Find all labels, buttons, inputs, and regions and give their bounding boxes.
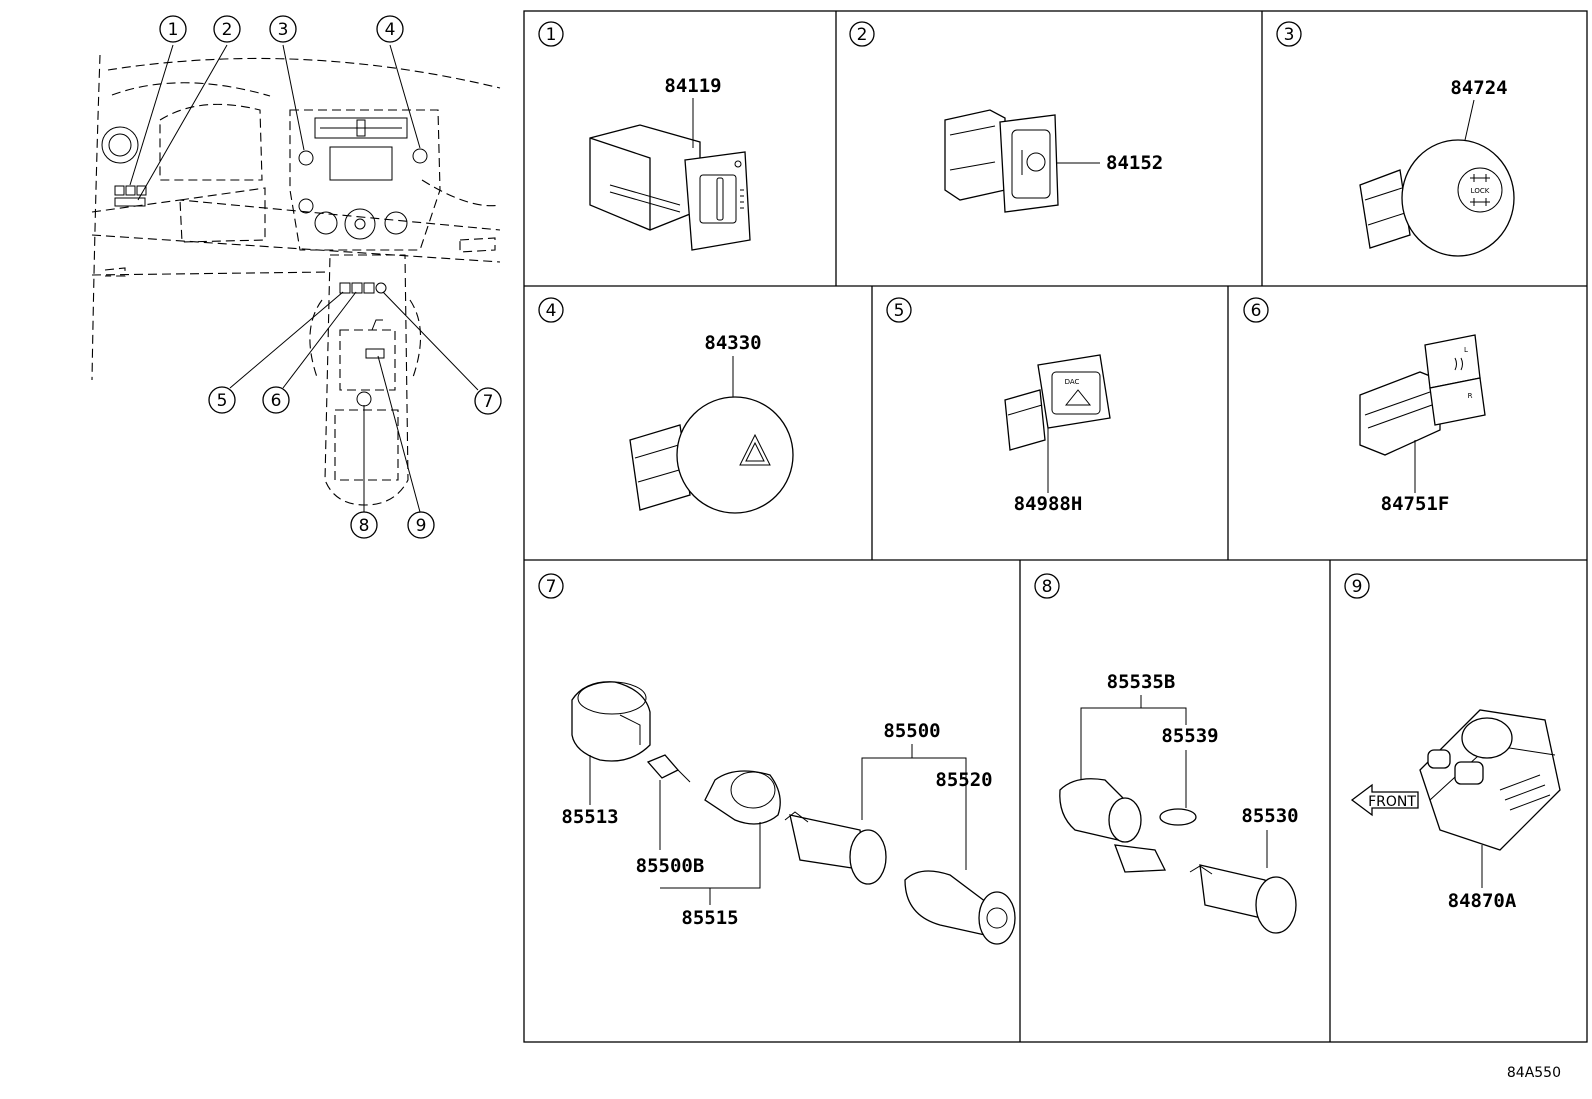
switch-84988H: DAC xyxy=(1004,354,1111,451)
svg-text:6: 6 xyxy=(271,391,282,411)
part-number-84870A: 84870A xyxy=(1448,890,1517,912)
switch-84724: LOCK xyxy=(1359,139,1515,257)
svg-text:7: 7 xyxy=(483,392,494,412)
part-number-85535B: 85535B xyxy=(1107,671,1176,693)
part-85530-plug-shape xyxy=(1189,864,1297,934)
svg-text:8: 8 xyxy=(1042,577,1053,597)
seat-heat-right-marking: R xyxy=(1468,392,1473,400)
svg-text:4: 4 xyxy=(546,301,557,321)
callout-5: 5 xyxy=(208,386,236,414)
switch-84330-hazard xyxy=(629,396,794,514)
seat-heat-left-marking: L xyxy=(1464,346,1468,354)
svg-text:8: 8 xyxy=(359,516,370,536)
panel-2: 2 84152 xyxy=(849,21,1163,213)
switch-84152 xyxy=(944,109,1059,213)
svg-text:3: 3 xyxy=(1284,25,1295,45)
part-85513-shape xyxy=(571,681,651,762)
svg-text:4: 4 xyxy=(385,20,396,40)
svg-text:2: 2 xyxy=(857,25,868,45)
callout-2: 2 xyxy=(213,15,241,43)
lock-marking: LOCK xyxy=(1471,187,1490,195)
part-number-84751F: 84751F xyxy=(1381,493,1450,515)
part-number-84988H: 84988H xyxy=(1014,493,1083,515)
part-number-84152: 84152 xyxy=(1106,152,1163,174)
part-number-85515: 85515 xyxy=(681,907,738,929)
part-85500-socket-shape xyxy=(784,811,887,885)
panel-1: 1 84119 xyxy=(538,21,751,251)
svg-text:3: 3 xyxy=(278,20,289,40)
part-number-85539: 85539 xyxy=(1161,725,1218,747)
part-85500B-shape xyxy=(646,754,691,783)
svg-text:1: 1 xyxy=(168,20,179,40)
panel-5: 5 84988H DAC xyxy=(886,297,1111,515)
part-ring-shape xyxy=(704,770,781,825)
part-number-84119: 84119 xyxy=(664,75,721,97)
svg-text:9: 9 xyxy=(1352,577,1363,597)
callout-9: 9 xyxy=(407,511,435,539)
diagram-code: 84A550 xyxy=(1507,1065,1561,1081)
part-85539-cap-shape xyxy=(1159,808,1197,826)
front-arrow-icon: FRONT xyxy=(1350,783,1419,817)
front-label: FRONT xyxy=(1368,794,1416,810)
part-number-84330: 84330 xyxy=(704,332,761,354)
panel-8: 8 85535B 85539 85530 xyxy=(1034,573,1299,934)
part-number-85500: 85500 xyxy=(883,720,940,742)
callout-8: 8 xyxy=(350,511,378,539)
part-number-85530: 85530 xyxy=(1241,805,1298,827)
part-85535B-socket-shape xyxy=(1059,778,1167,873)
callout-3: 3 xyxy=(269,15,297,43)
svg-text:5: 5 xyxy=(894,301,905,321)
dac-marking: DAC xyxy=(1065,378,1080,386)
switch-84119 xyxy=(589,124,751,251)
switch-84751F: L R xyxy=(1359,334,1486,456)
panel-9: 9 FRONT 84870A xyxy=(1344,573,1561,912)
svg-text:7: 7 xyxy=(546,577,557,597)
part-number-85520: 85520 xyxy=(935,769,992,791)
callout-4: 4 xyxy=(376,15,404,43)
part-number-85513: 85513 xyxy=(561,806,618,828)
callout-6: 6 xyxy=(262,386,290,414)
panel-3: 3 84724 LOCK xyxy=(1276,21,1515,257)
switch-84870A-mirror xyxy=(1419,709,1561,851)
panel-grid xyxy=(523,10,1588,1043)
panel-4: 4 84330 xyxy=(538,297,794,514)
part-number-85500B: 85500B xyxy=(636,855,705,877)
panel-6: 6 84751F L R xyxy=(1243,297,1486,515)
part-85520-lighter-shape xyxy=(904,870,1016,945)
svg-text:1: 1 xyxy=(546,25,557,45)
callout-7: 7 xyxy=(474,387,502,415)
part-number-84724: 84724 xyxy=(1450,77,1507,99)
panel-7: 7 85513 85500B 85515 xyxy=(538,573,1016,945)
svg-text:6: 6 xyxy=(1251,301,1262,321)
callout-1: 1 xyxy=(159,15,187,43)
dashboard-overview xyxy=(91,44,501,513)
svg-text:9: 9 xyxy=(416,516,427,536)
svg-text:2: 2 xyxy=(222,20,233,40)
svg-text:5: 5 xyxy=(217,391,228,411)
